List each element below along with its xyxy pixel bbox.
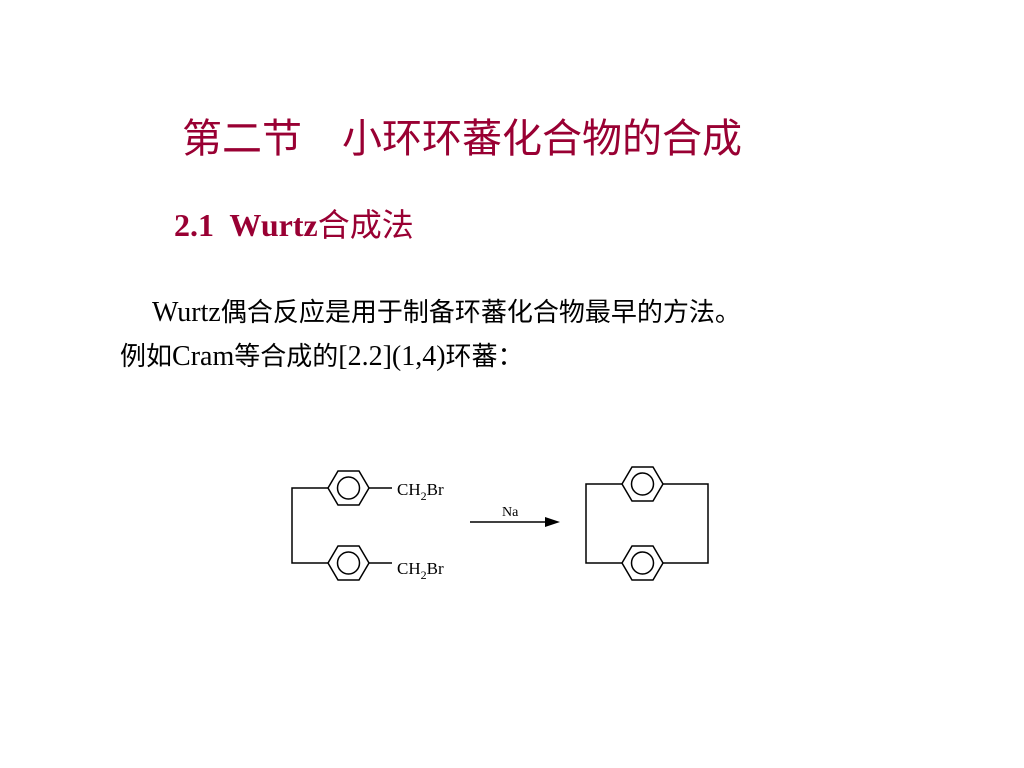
product-bottom-benzene bbox=[621, 545, 664, 581]
paragraph-line-1: Wurtz偶合反应是用于制备环蕃化合物最早的方法。 bbox=[152, 296, 741, 330]
section-number: 2.1 Wurtz bbox=[174, 207, 318, 243]
section-name: 合成法 bbox=[317, 206, 414, 244]
paragraph-line-2: 例如Cram等合成的[2.2](1,4)环蕃： bbox=[120, 340, 524, 374]
cram-name: Cram bbox=[172, 341, 235, 372]
reaction-scheme: CH2Br CH2Br Na bbox=[280, 450, 720, 604]
line2-part1: 例如 bbox=[120, 342, 173, 372]
line2-part3: 环蕃： bbox=[445, 342, 524, 372]
cyclophane-notation: [2.2](1,4) bbox=[338, 341, 446, 372]
reactant-top-benzene bbox=[327, 470, 370, 506]
reactant-top-ch2br: CH2Br bbox=[397, 480, 444, 503]
product-left-bridge bbox=[585, 483, 622, 564]
reactant-ethylene-bridge bbox=[291, 487, 328, 564]
reactant-bottom-ch2br: CH2Br bbox=[397, 559, 444, 582]
slide-title: 第二节 小环环蕃化合物的合成 bbox=[182, 116, 742, 162]
line2-part2: 等合成的 bbox=[234, 342, 339, 372]
line1-text: 偶合反应是用于制备环蕃化合物最早的方法。 bbox=[220, 298, 741, 328]
product-right-bridge bbox=[663, 483, 709, 564]
wurtz-name: Wurtz bbox=[152, 297, 221, 328]
reaction-arrow-head bbox=[545, 517, 560, 527]
section-heading: 2.1 Wurtz合成法 bbox=[174, 204, 414, 246]
product-top-benzene bbox=[621, 466, 664, 502]
reaction-diagram: CH2Br CH2Br Na bbox=[291, 466, 709, 582]
reactant-bottom-benzene bbox=[327, 545, 370, 581]
reagent-label: Na bbox=[502, 505, 519, 520]
